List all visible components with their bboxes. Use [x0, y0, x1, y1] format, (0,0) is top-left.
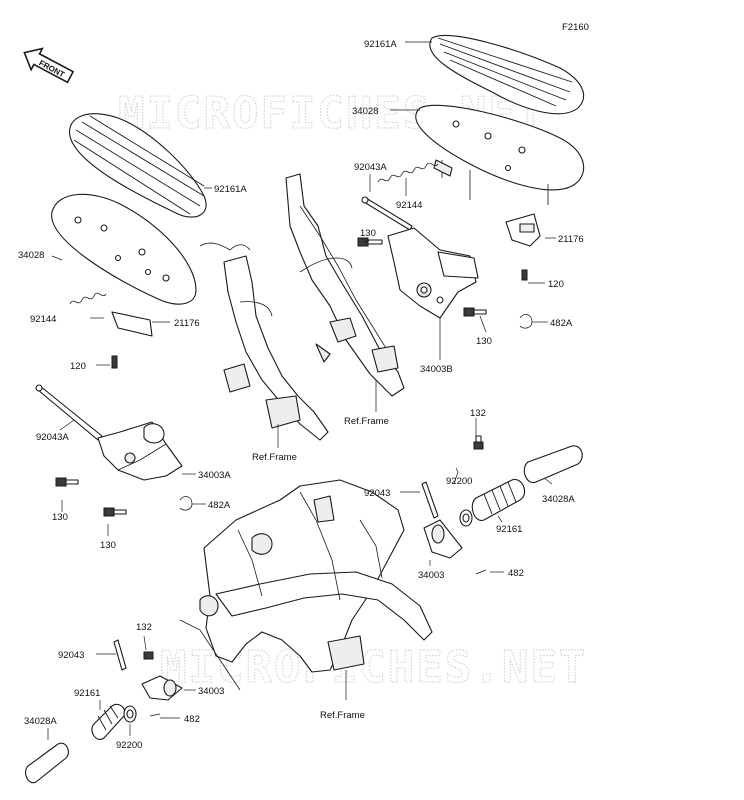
label-130-top2: 130 [476, 336, 492, 347]
label-34003B: 34003B [420, 364, 453, 375]
label-21176-left: 21176 [174, 318, 200, 329]
pin-92043A-left [35, 384, 103, 441]
label-482-right: 482 [508, 568, 524, 579]
frame-rail-top [285, 173, 405, 397]
label-92043-bottom: 92043 [58, 650, 84, 661]
label-130-left: 130 [52, 512, 68, 523]
label-120-left: 120 [70, 361, 86, 372]
label-34003-bottom: 34003 [198, 686, 224, 697]
bolt-130-top2 [463, 307, 487, 317]
bracket-21176-left [111, 311, 153, 337]
bracket-21176-top [505, 213, 541, 247]
bolt-120-left [111, 355, 118, 369]
spring-92144-top [377, 162, 439, 183]
clip-482A-top [519, 314, 533, 329]
label-92161-right: 92161 [496, 524, 522, 535]
label-92043A-left: 92043A [36, 432, 69, 443]
footboard-top-right [415, 34, 585, 205]
footboard-left [51, 113, 207, 305]
label-92144-left: 92144 [30, 314, 56, 325]
label-92200-right: 92200 [446, 476, 472, 487]
frame-rail-left [199, 242, 329, 441]
leader-lines [47, 41, 556, 740]
label-92161A-left: 92161A [214, 184, 247, 195]
label-92144-top: 92144 [396, 200, 422, 211]
cover-34028A-right [523, 445, 583, 484]
bolt-130-left2 [103, 507, 127, 517]
bolt-130-left [55, 477, 79, 487]
label-34028A-right: 34028A [542, 494, 575, 505]
label-92043-right: 92043 [364, 488, 390, 499]
label-92161-bottom: 92161 [74, 688, 100, 699]
bracket-34003B [387, 227, 479, 319]
spring-92144-left [69, 292, 107, 305]
bracket-34003-right [423, 519, 463, 559]
label-92043A-top: 92043A [354, 162, 387, 173]
label-482-bottom: 482 [184, 714, 200, 725]
bolt-132-right [473, 435, 484, 450]
clip-482-bottom [149, 713, 161, 717]
cover-34028A-bottom [25, 742, 69, 784]
label-34003-right: 34003 [418, 570, 444, 581]
clip-482A-left [179, 496, 193, 511]
label-132-right: 132 [470, 408, 486, 419]
washer-92200-bottom [123, 705, 137, 723]
label-34028A-bottom: 34028A [24, 716, 57, 727]
bolt-130-top [357, 237, 383, 247]
rubber-92161-bottom [91, 703, 126, 740]
rubber-92161-right [471, 478, 526, 521]
label-refframe-top: Ref.Frame [344, 416, 389, 427]
bolt-132-bottom [143, 651, 154, 660]
label-refframe-mid: Ref.Frame [252, 452, 297, 463]
label-21176-top: 21176 [558, 234, 584, 245]
label-34028-left: 34028 [18, 250, 44, 261]
label-34028-top: 34028 [352, 106, 378, 117]
label-482A-top: 482A [550, 318, 573, 329]
bracket-34003-bottom [141, 675, 183, 701]
bolt-120-top [521, 269, 528, 281]
label-130-left2: 130 [100, 540, 116, 551]
clip-482-right [475, 569, 487, 575]
figure-code: F2160 [562, 22, 589, 33]
label-132-bottom: 132 [136, 622, 152, 633]
pin-92043-right [421, 481, 439, 519]
label-refframe-bottom: Ref.Frame [320, 710, 365, 721]
label-130-top: 130 [360, 228, 376, 239]
label-92161A-top: 92161A [364, 39, 397, 50]
front-arrow-icon: FRONT [23, 47, 75, 84]
label-34003A: 34003A [198, 470, 231, 481]
label-120-top: 120 [548, 279, 564, 290]
label-482A-left: 482A [208, 500, 231, 511]
label-92200-bottom: 92200 [116, 740, 142, 751]
bracket-34003A [97, 421, 183, 481]
pin-92043-bottom [113, 639, 127, 671]
washer-92200-right [459, 509, 473, 527]
main-frame [179, 479, 433, 691]
